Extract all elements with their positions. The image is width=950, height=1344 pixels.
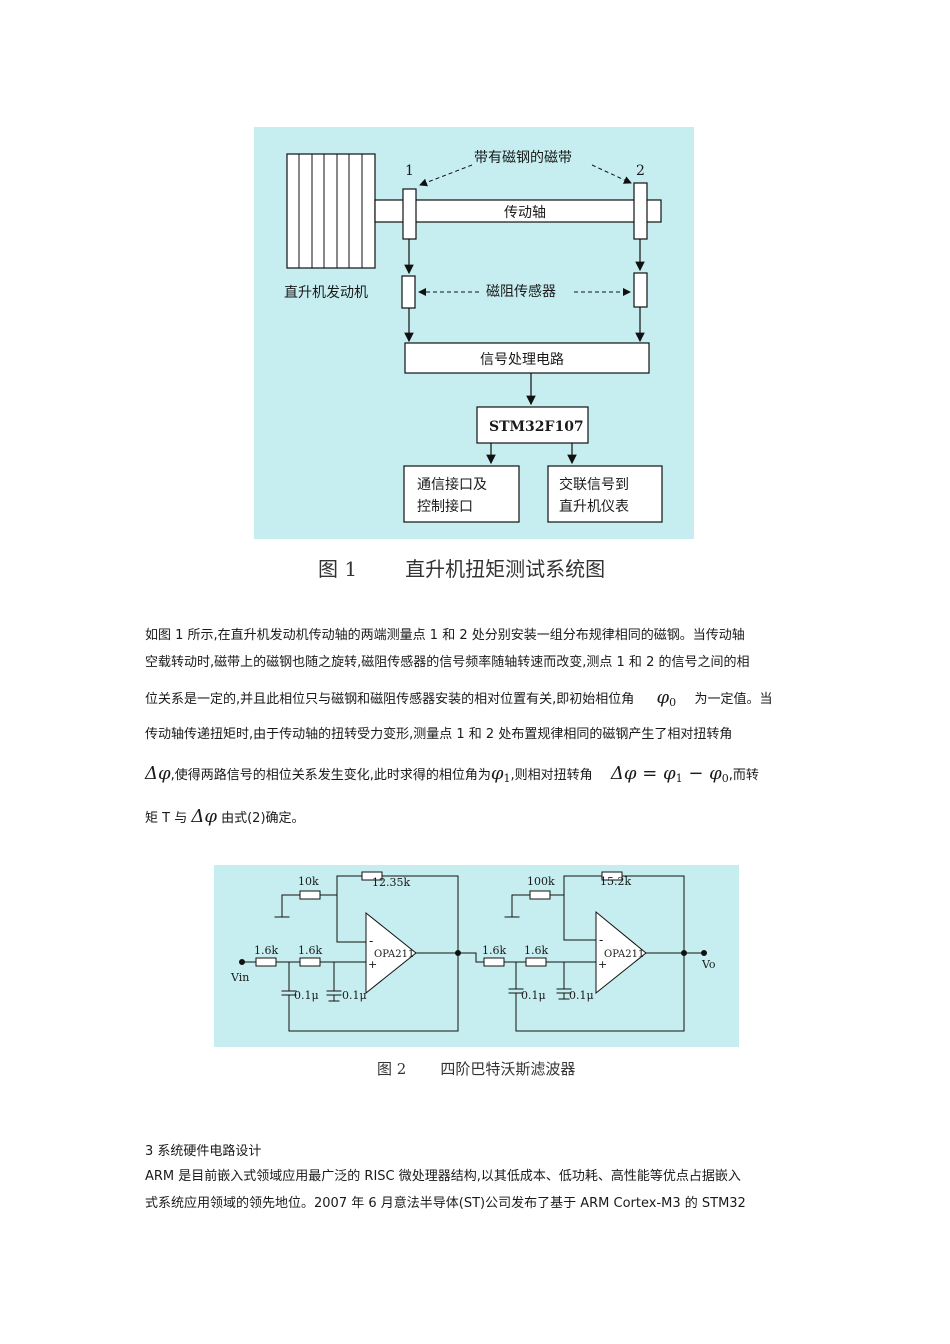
opamp-1-plus: + bbox=[368, 958, 377, 971]
delta-phi-symbol-2: Δφ bbox=[191, 806, 217, 827]
delta-phi-symbol: Δφ bbox=[145, 763, 171, 784]
r-in-1b-label: 1.6k bbox=[298, 944, 322, 957]
magneto-sensor-2 bbox=[633, 272, 648, 308]
figure-2-butterworth-filter: 10k 12.35k 1.6k 1.6k Vin 0.1μ 0.1μ OPA21… bbox=[214, 865, 739, 1047]
opamp-1-minus: - bbox=[369, 934, 373, 948]
comm-interface-line-1: 通信接口及 bbox=[417, 476, 487, 493]
r-in-2b-label: 1.6k bbox=[524, 944, 548, 957]
mcu-box bbox=[476, 406, 589, 444]
sensor-label: 磁阻传感器 bbox=[486, 283, 556, 300]
engine-label: 直升机发动机 bbox=[284, 284, 368, 301]
para1-line-2: 空载转动时,磁带上的磁钢也随之旋转,磁阻传感器的信号频率随轴转速而改变,测点 1… bbox=[145, 655, 750, 670]
magnetic-tape-1 bbox=[402, 188, 417, 240]
vin-label: Vin bbox=[230, 971, 249, 984]
c-1a-label: 0.1μ bbox=[294, 989, 319, 1002]
para1-line-6: 矩 T 与 Δφ 由式(2)确定。 bbox=[145, 806, 305, 827]
r-in-2a-label: 1.6k bbox=[482, 944, 506, 957]
phi1-symbol: φ1 bbox=[490, 763, 511, 785]
para1-line-3-text-a: 位关系是一定的,并且此相位只与磁钢和磁阻传感器安装的相对位置有关,即初始相位角 bbox=[145, 692, 635, 707]
instrument-line-1: 交联信号到 bbox=[559, 476, 629, 493]
r-in-1a-label: 1.6k bbox=[254, 944, 278, 957]
mcu-label: STM32F107 bbox=[489, 419, 584, 435]
section-3-line-2: 式系统应用领域的领先地位。2007 年 6 月意法半导体(ST)公司发布了基于 … bbox=[145, 1196, 746, 1211]
para1-line-3: 位关系是一定的,并且此相位只与磁钢和磁阻传感器安装的相对位置有关,即初始相位角 … bbox=[145, 687, 772, 709]
para1-line-1: 如图 1 所示,在直升机发动机传动轴的两端测量点 1 和 2 处分别安装一组分布… bbox=[145, 628, 745, 643]
figure-1-caption-text: 直升机扭矩测试系统图 bbox=[405, 557, 606, 581]
r-feedback-2-label: 100k bbox=[527, 875, 555, 888]
point-2-label: 2 bbox=[636, 163, 645, 179]
r-top-2-label: 15.2k bbox=[600, 875, 631, 888]
para1-line-3-text-b: 为一定值。当 bbox=[694, 692, 773, 707]
magneto-sensor-1 bbox=[401, 275, 416, 309]
vo-label: Vo bbox=[701, 958, 716, 971]
drive-shaft bbox=[374, 199, 662, 223]
c-2b-label: 0.1μ bbox=[569, 989, 594, 1002]
c-2a-label: 0.1μ bbox=[521, 989, 546, 1002]
figure-1-caption-number: 图 1 bbox=[318, 557, 358, 581]
phi0-symbol: φ0 bbox=[656, 687, 677, 709]
comm-interface-line-2: 控制接口 bbox=[417, 498, 473, 515]
shaft-label: 传动轴 bbox=[504, 205, 546, 221]
figure-1-svg: 带有磁钢的磁带 1 2 传动轴 直升机发动机 磁阻传感器 信号处理电路 STM3… bbox=[284, 150, 663, 523]
twist-angle-equation: Δφ = φ1 − φ0 bbox=[610, 763, 729, 785]
figure-2-caption-text: 四阶巴特沃斯滤波器 bbox=[440, 1060, 576, 1078]
para1-line-6-text-a: 矩 T 与 bbox=[145, 811, 188, 826]
instrument-line-2: 直升机仪表 bbox=[559, 498, 629, 515]
para1-line-6-text-b: 由式(2)确定。 bbox=[221, 811, 305, 826]
comm-interface-box bbox=[403, 465, 520, 523]
figure-2-caption-number: 图 2 bbox=[377, 1060, 407, 1078]
magnetic-tape-label: 带有磁钢的磁带 bbox=[474, 150, 572, 166]
magnetic-tape-2 bbox=[633, 182, 648, 240]
opamp-2-plus: + bbox=[598, 958, 607, 971]
figure-2-svg: 10k 12.35k 1.6k 1.6k Vin 0.1μ 0.1μ OPA21… bbox=[230, 871, 716, 1032]
para1-line-5: Δφ,使得两路信号的相位关系发生变化,此时求得的相位角为φ1,则相对扭转角 Δφ… bbox=[145, 763, 759, 785]
para1-line-4: 传动轴传递扭矩时,由于传动轴的扭转受力变形,测量点 1 和 2 处布置规律相同的… bbox=[145, 727, 733, 742]
section-3-line-1: ARM 是目前嵌入式领域应用最广泛的 RISC 微处理器结构,以其低成本、低功耗… bbox=[145, 1169, 741, 1184]
helicopter-instrument-box bbox=[547, 465, 663, 523]
opamp-1-label: OPA211 bbox=[374, 949, 414, 960]
figure-1-torque-system-diagram: 带有磁钢的磁带 1 2 传动轴 直升机发动机 磁阻传感器 信号处理电路 STM3… bbox=[254, 127, 694, 539]
para1-line-5-text-a: ,使得两路信号的相位关系发生变化,此时求得的相位角为 bbox=[170, 768, 491, 783]
signal-processing-box bbox=[404, 342, 650, 374]
figure-1-caption: 图 1 直升机扭矩测试系统图 bbox=[318, 553, 605, 582]
section-3-heading: 3 系统硬件电路设计 bbox=[145, 1144, 262, 1159]
opamp-2-label: OPA211 bbox=[604, 949, 644, 960]
c-1b-label: 0.1μ bbox=[342, 989, 367, 1002]
para1-line-5-text-c: ,而转 bbox=[728, 768, 759, 783]
r-feedback-1-label: 10k bbox=[298, 875, 319, 888]
para1-line-5-text-b: ,则相对扭转角 bbox=[510, 768, 593, 783]
signal-processing-label: 信号处理电路 bbox=[480, 352, 564, 368]
figure-2-caption: 图 2 四阶巴特沃斯滤波器 bbox=[377, 1058, 575, 1079]
point-1-label: 1 bbox=[405, 163, 414, 179]
engine-block bbox=[286, 153, 376, 269]
opamp-2-minus: - bbox=[599, 933, 603, 947]
r-top-1-label: 12.35k bbox=[372, 876, 410, 889]
